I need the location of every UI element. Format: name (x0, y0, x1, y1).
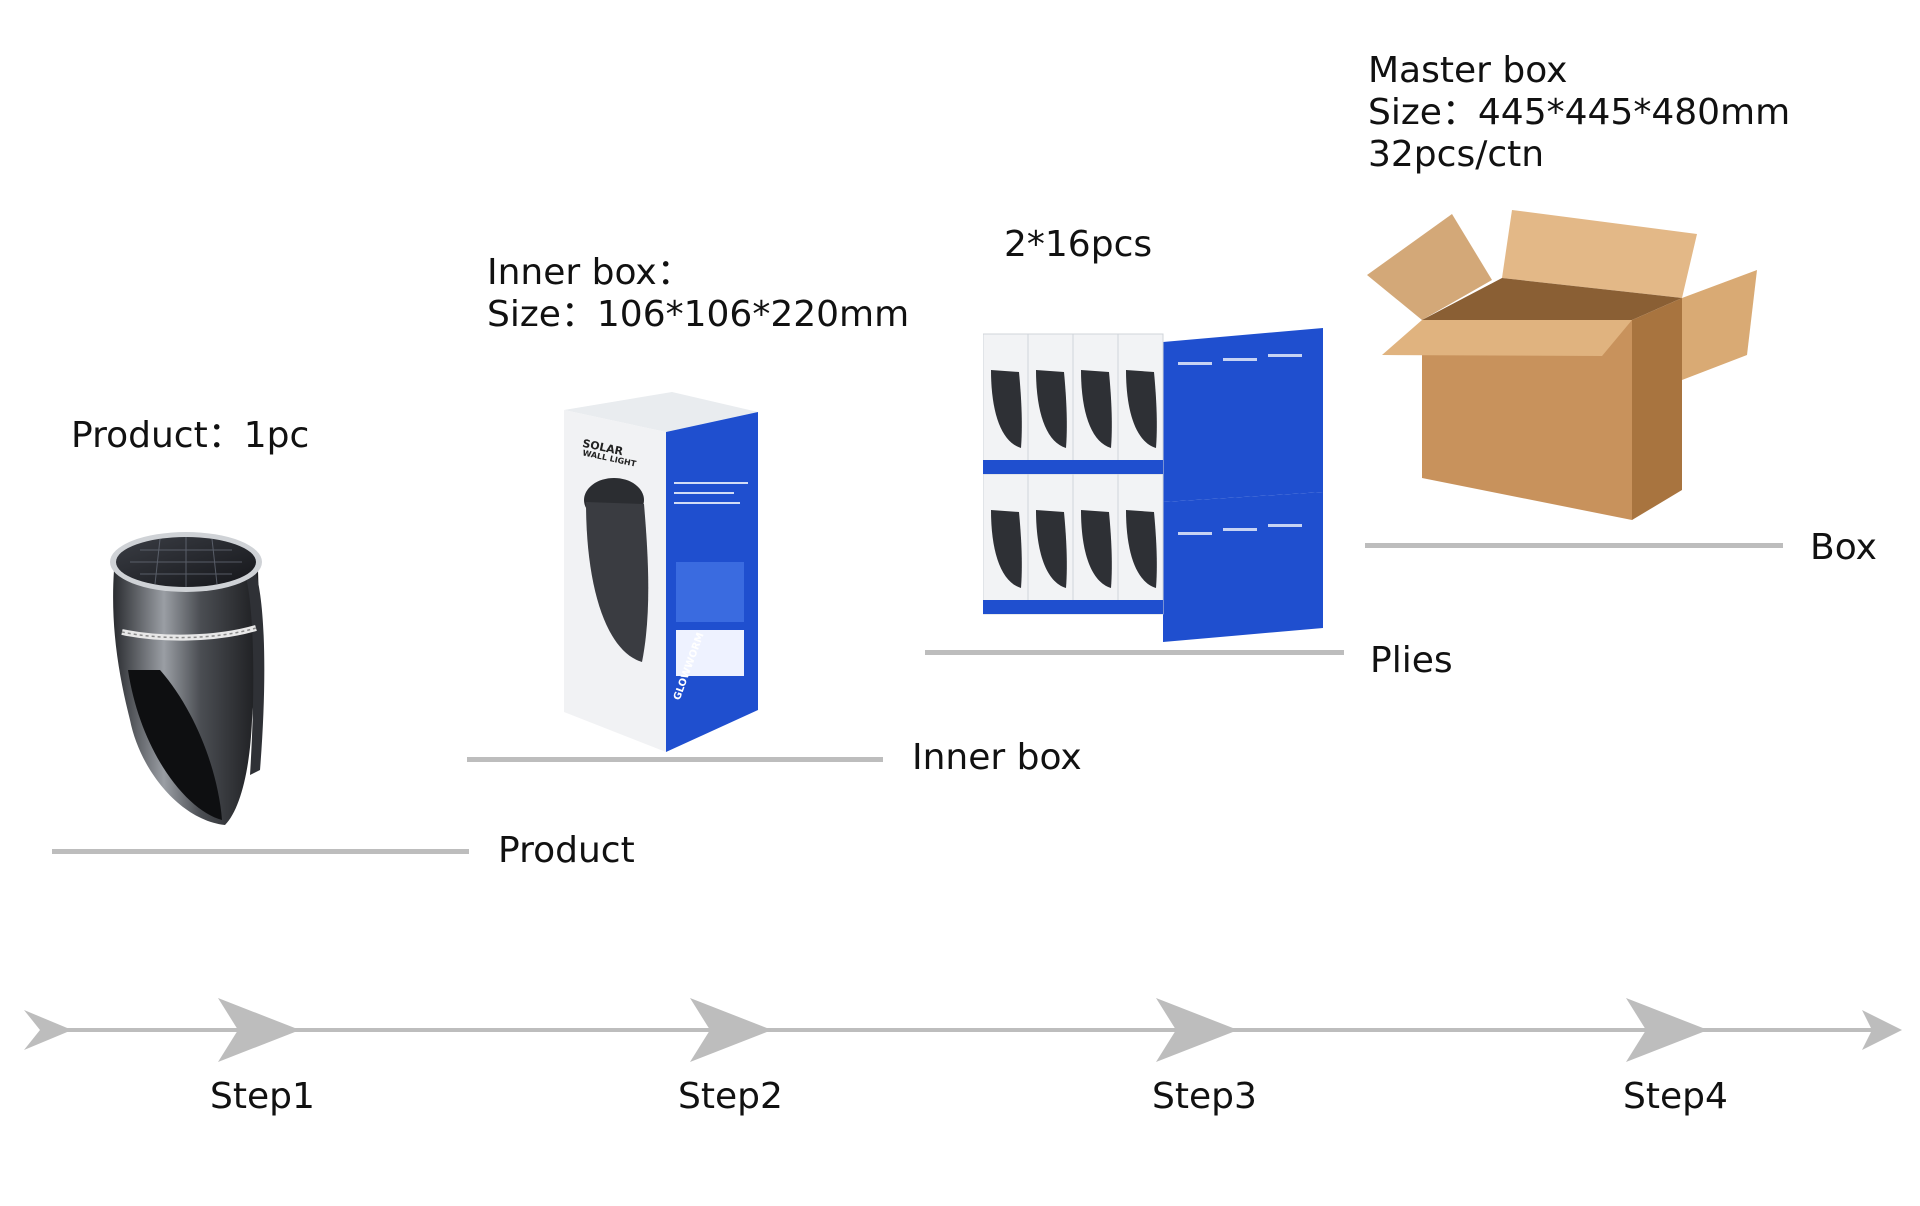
inner-box-shelf-label: Inner box (912, 737, 1082, 778)
product-caption: Product：1pc (71, 415, 310, 456)
master-box-caption-qty: 32pcs/ctn (1368, 134, 1545, 175)
timeline-step-1: Step1 (210, 1076, 315, 1117)
inner-box-image: SOLAR WALL LIGHT GLOWWORM (562, 392, 762, 754)
inner-box-caption-size: Size：106*106*220mm (487, 294, 910, 335)
master-carton-image (1362, 210, 1762, 522)
master-box-caption-title: Master box (1368, 50, 1568, 91)
timeline-arrow (0, 990, 1920, 1070)
timeline-step-3: Step3 (1152, 1076, 1257, 1117)
box-shelf-line (1365, 543, 1783, 548)
product-shelf-label: Product (498, 830, 635, 871)
inner-box-caption-title: Inner box： (487, 252, 693, 293)
plies-shelf-line (925, 650, 1344, 655)
box-shelf-label: Box (1810, 527, 1877, 568)
timeline-step-2: Step2 (678, 1076, 783, 1117)
timeline-step-4: Step4 (1623, 1076, 1728, 1117)
product-shelf-line (52, 849, 469, 854)
plies-shelf-label: Plies (1370, 640, 1453, 681)
master-box-caption-size: Size：445*445*480mm (1368, 92, 1791, 133)
solar-wall-light-image (100, 520, 270, 830)
stacked-boxes-image (983, 322, 1326, 644)
inner-box-shelf-line (467, 757, 883, 762)
plies-caption: 2*16pcs (1004, 224, 1153, 265)
